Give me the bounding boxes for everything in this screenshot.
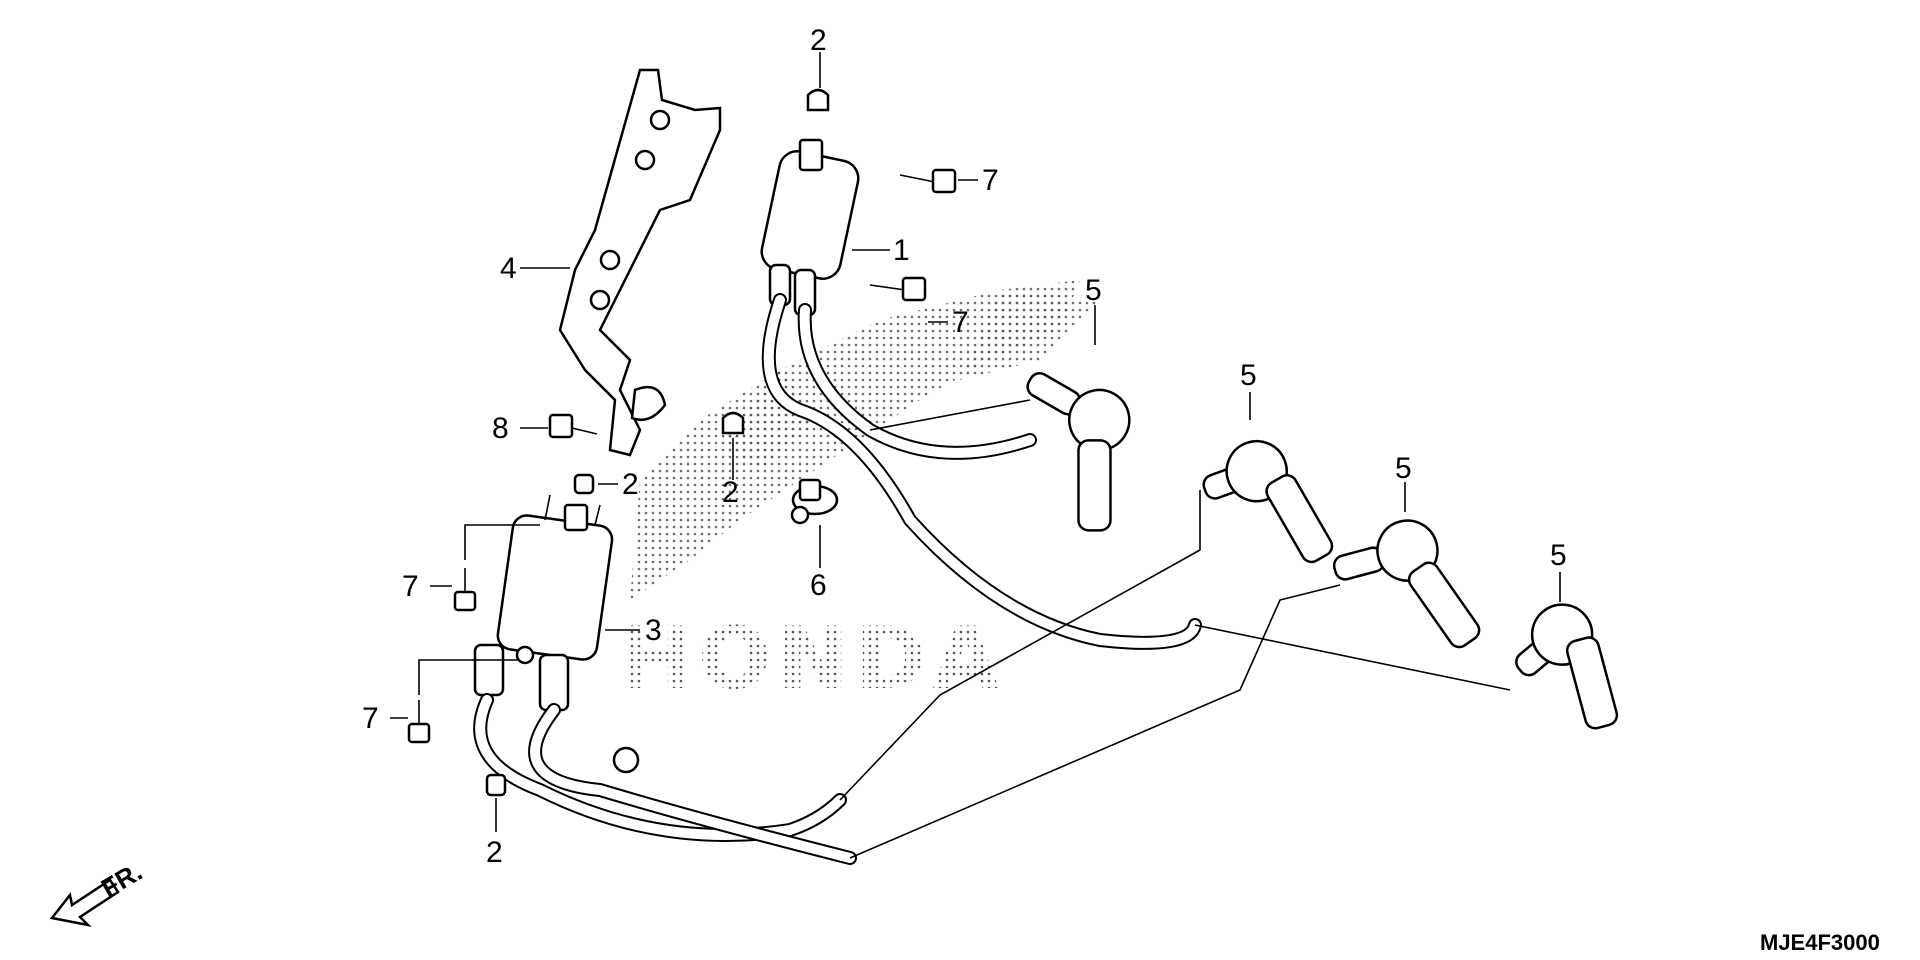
callout-3: 3 (645, 614, 662, 647)
coil-bracket (558, 68, 722, 457)
callout-8: 8 (492, 412, 509, 445)
plug-cap-1 (1026, 372, 1131, 532)
front-direction-indicator: FR. (49, 856, 147, 928)
callout-4: 4 (500, 252, 517, 285)
watermark-text: HONDA (620, 609, 1005, 709)
callout-2-bottom: 2 (486, 836, 503, 869)
callout-5-b: 5 (1240, 359, 1257, 392)
callout-7-lower-a: 7 (402, 570, 419, 603)
bolt-7c (453, 568, 477, 612)
cable-clamp (790, 478, 839, 525)
callout-7-mid: 7 (952, 306, 969, 339)
leader-lines (839, 399, 1511, 859)
plug-cap-4 (1515, 603, 1619, 730)
clips (485, 88, 830, 797)
ignition-coil-lower (473, 494, 614, 712)
callout-5-c: 5 (1395, 452, 1412, 485)
callout-7-lower-b: 7 (362, 702, 379, 735)
spark-plug-cables (473, 293, 1202, 865)
callout-7-upper: 7 (982, 164, 999, 197)
callout-leaders (390, 52, 1561, 832)
plug-cap-2 (1202, 439, 1334, 564)
bolt-7a (899, 168, 957, 194)
diagram-code: MJE4F3000 (1760, 930, 1880, 955)
callout-1: 1 (893, 234, 910, 267)
callout-2-mid: 2 (722, 476, 739, 509)
callout-2-top: 2 (810, 24, 827, 57)
bolts (407, 168, 957, 744)
plug-cap-3 (1332, 519, 1481, 649)
callout-5-a: 5 (1085, 274, 1102, 307)
ignition-coil-upper (760, 138, 860, 317)
bolt-7d (407, 700, 431, 744)
arrow-left-down-icon (49, 878, 120, 928)
callout-labels: 2 7 1 4 7 5 5 8 2 2 5 5 6 7 3 7 2 (362, 24, 1567, 869)
callout-5-d: 5 (1550, 539, 1567, 572)
bolt-8 (548, 413, 598, 439)
bolt-7b (869, 276, 927, 302)
callout-2-left: 2 (622, 468, 639, 501)
honda-watermark: HONDA (620, 280, 1100, 709)
callout-6: 6 (810, 569, 827, 602)
